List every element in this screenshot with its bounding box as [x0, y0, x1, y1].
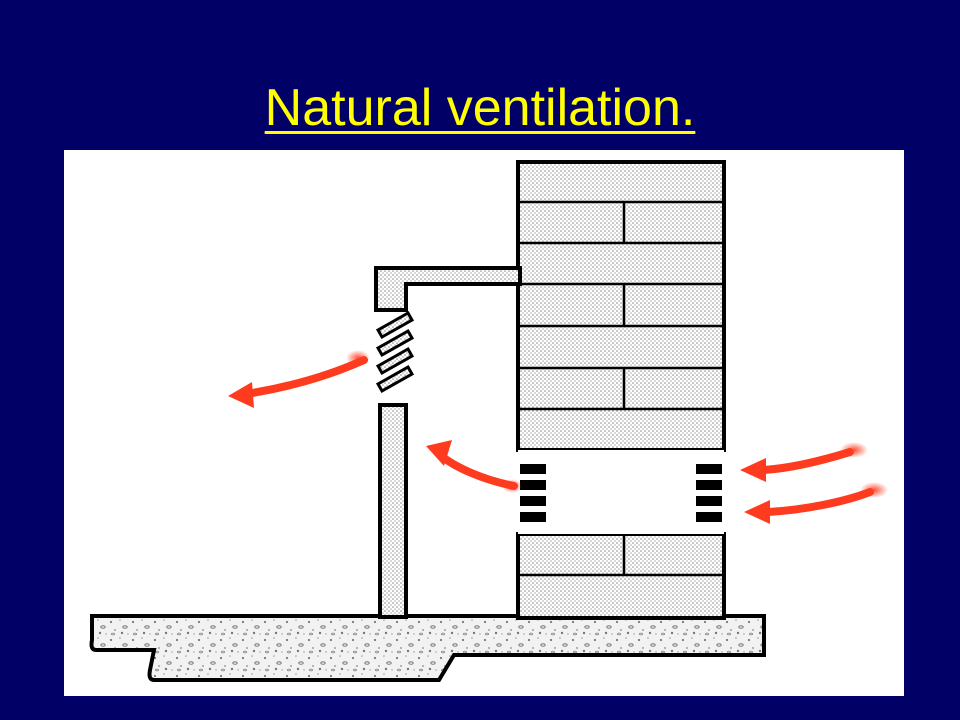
ventilation-diagram-svg	[89, 160, 888, 682]
airflow-arrow-inbound-2	[744, 482, 888, 524]
airflow-arrow-outbound	[228, 350, 370, 408]
airflow-arrow-cavity	[426, 440, 522, 493]
upper-louvred-vent	[375, 310, 415, 394]
concrete-floor-slab	[89, 614, 766, 682]
wall-vent-grilles	[518, 450, 724, 534]
inner-wall-leaf	[378, 403, 408, 619]
outer-brick-wall-lower	[516, 532, 726, 620]
wall-cap	[374, 266, 522, 312]
outer-brick-wall-upper	[516, 160, 726, 452]
slide-title: Natural ventilation.	[264, 79, 696, 137]
ventilation-diagram	[64, 150, 904, 696]
airflow-arrow-inbound-1	[740, 442, 868, 482]
